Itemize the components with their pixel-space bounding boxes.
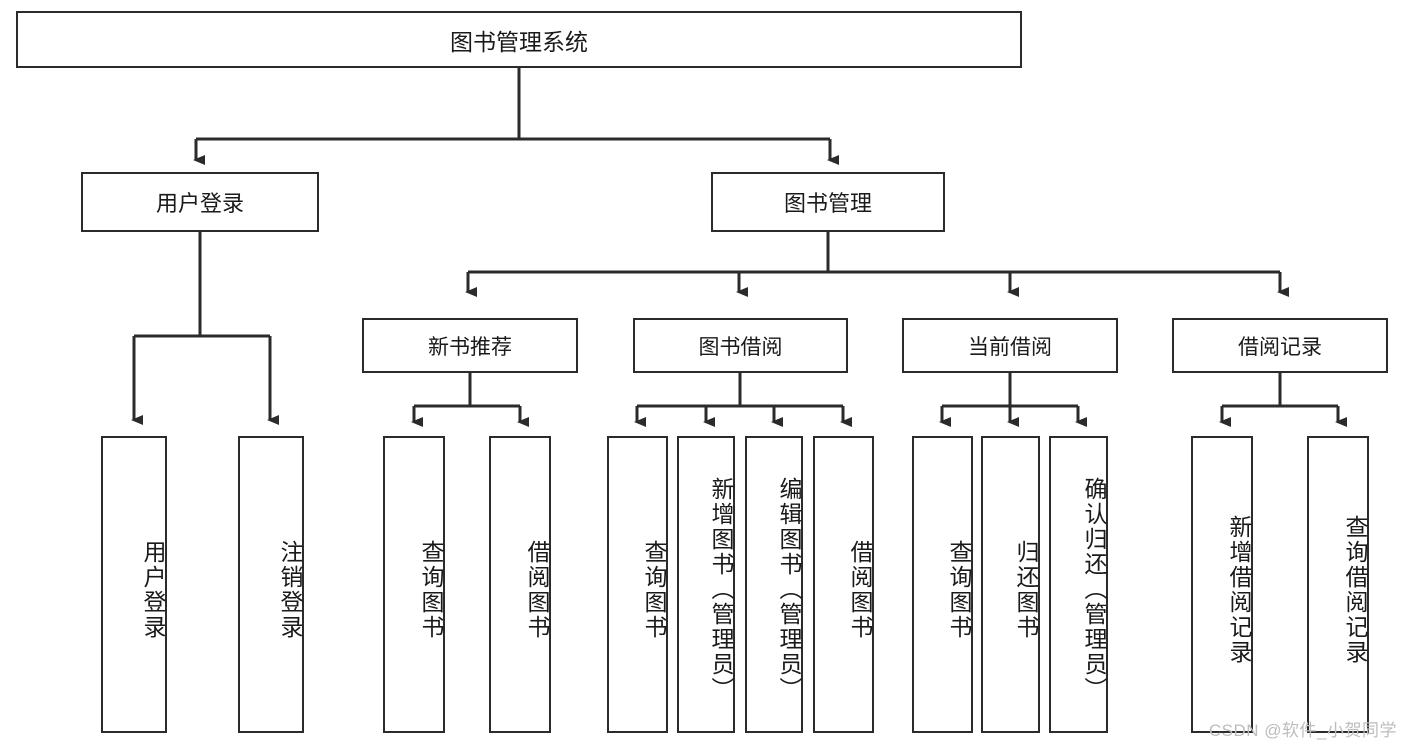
leaf-logout-login-label: 注销登录 bbox=[277, 539, 303, 640]
node-book-manage[interactable]: 图书管理 bbox=[711, 172, 945, 232]
node-current-borrow-label: 当前借阅 bbox=[968, 335, 1052, 359]
leaf-add-borrow-record-label: 新增借阅记录 bbox=[1226, 514, 1252, 665]
leaf-add-book-admin-label: 新增图书（管理员） bbox=[708, 477, 734, 702]
leaf-query-borrow-record-label: 查询借阅记录 bbox=[1342, 514, 1368, 665]
node-user-login[interactable]: 用户登录 bbox=[81, 172, 319, 232]
leaf-query-borrow-record[interactable]: 查询借阅记录 bbox=[1307, 436, 1369, 733]
leaf-query-book-borrow-label: 查询图书 bbox=[641, 539, 667, 640]
node-new-book-recommend[interactable]: 新书推荐 bbox=[362, 318, 578, 373]
leaf-query-book-borrow[interactable]: 查询图书 bbox=[607, 436, 668, 733]
node-root[interactable]: 图书管理系统 bbox=[16, 11, 1022, 68]
node-book-borrow-label: 图书借阅 bbox=[698, 335, 783, 359]
leaf-borrow-book[interactable]: 借阅图书 bbox=[813, 436, 874, 733]
leaf-edit-book-admin-label: 编辑图书（管理员） bbox=[776, 477, 802, 702]
node-book-manage-label: 图书管理 bbox=[783, 191, 872, 216]
leaf-query-book-current-label: 查询图书 bbox=[946, 539, 972, 640]
leaf-query-book-current[interactable]: 查询图书 bbox=[912, 436, 973, 733]
leaf-user-login-label: 用户登录 bbox=[140, 539, 166, 640]
leaf-query-book-recommend-label: 查询图书 bbox=[418, 539, 444, 640]
leaf-confirm-return-admin-label: 确认归还（管理员） bbox=[1081, 477, 1107, 702]
leaf-borrow-book-recommend-label: 借阅图书 bbox=[524, 539, 550, 640]
node-new-book-recommend-label: 新书推荐 bbox=[428, 335, 512, 359]
leaf-return-book[interactable]: 归还图书 bbox=[981, 436, 1040, 733]
leaf-add-book-admin[interactable]: 新增图书（管理员） bbox=[677, 436, 735, 733]
leaf-borrow-book-recommend[interactable]: 借阅图书 bbox=[489, 436, 551, 733]
leaf-borrow-book-label: 借阅图书 bbox=[847, 539, 873, 640]
node-borrow-record-label: 借阅记录 bbox=[1238, 335, 1322, 359]
leaf-query-book-recommend[interactable]: 查询图书 bbox=[383, 436, 445, 733]
watermark-text: CSDN @软件_小贺同学 bbox=[1208, 721, 1397, 740]
leaf-user-login[interactable]: 用户登录 bbox=[101, 436, 167, 733]
node-root-label: 图书管理系统 bbox=[450, 28, 588, 55]
node-borrow-record[interactable]: 借阅记录 bbox=[1172, 318, 1388, 373]
leaf-confirm-return-admin[interactable]: 确认归还（管理员） bbox=[1049, 436, 1108, 733]
node-user-login-label: 用户登录 bbox=[155, 191, 244, 216]
node-current-borrow[interactable]: 当前借阅 bbox=[902, 318, 1118, 373]
leaf-edit-book-admin[interactable]: 编辑图书（管理员） bbox=[745, 436, 803, 733]
leaf-return-book-label: 归还图书 bbox=[1013, 539, 1039, 640]
leaf-logout-login[interactable]: 注销登录 bbox=[238, 436, 304, 733]
leaf-add-borrow-record[interactable]: 新增借阅记录 bbox=[1191, 436, 1253, 733]
node-book-borrow[interactable]: 图书借阅 bbox=[633, 318, 848, 373]
